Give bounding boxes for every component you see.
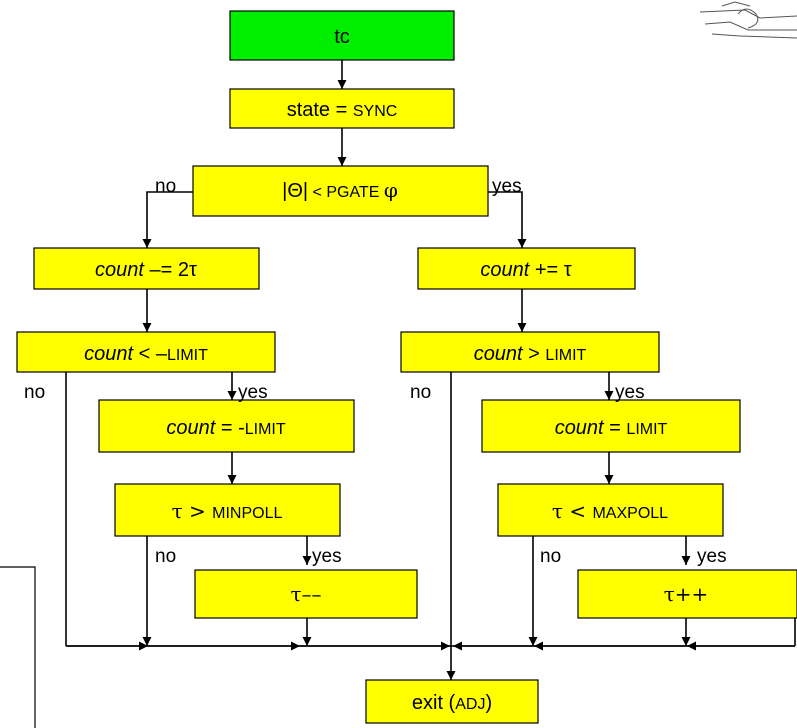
- svg-text:state = SYNC: state = SYNC: [287, 99, 398, 121]
- svg-text:count += τ: count += τ: [480, 259, 571, 281]
- label-yes: yes: [238, 382, 268, 403]
- label-yes: yes: [312, 546, 342, 567]
- theta-abs: |Θ|: [282, 180, 308, 202]
- limit-label: LIMIT: [245, 421, 286, 438]
- node-state-label: state =: [287, 99, 353, 121]
- adj-label: ADJ: [455, 696, 485, 713]
- label-no: no: [155, 546, 176, 567]
- exit-label: exit (: [412, 692, 456, 714]
- label-no: no: [410, 382, 431, 403]
- assign-op: = -: [215, 417, 244, 439]
- node-state: state = SYNC: [229, 88, 455, 129]
- corner-sketch: [699, 1, 797, 39]
- pgate-label: < PGATE: [308, 184, 384, 201]
- connectors: [65, 60, 796, 680]
- node-decision-theta: |Θ| < PGATE φ: [192, 165, 489, 217]
- svg-text:τ > MINPOLL: τ > MINPOLL: [172, 499, 283, 523]
- svg-text:count > LIMIT: count > LIMIT: [474, 343, 587, 365]
- limit-label: LIMIT: [626, 421, 667, 438]
- svg-text:count –= 2τ: count –= 2τ: [95, 259, 197, 281]
- node-exit: exit (ADJ): [365, 679, 539, 724]
- label-yes: yes: [615, 382, 645, 403]
- node-tau-increment: τ++: [577, 569, 797, 619]
- svg-text:τ < MAXPOLL: τ < MAXPOLL: [552, 499, 668, 523]
- node-tau-lt-maxpoll: τ < MAXPOLL: [497, 483, 724, 537]
- svg-text:count = LIMIT: count = LIMIT: [555, 417, 668, 439]
- branch-labels: no yes no yes no yes no yes no yes: [24, 176, 727, 567]
- limit-label: LIMIT: [545, 347, 586, 364]
- node-set-neg-limit: count = -LIMIT: [98, 399, 355, 453]
- node-start-label: tc: [334, 26, 350, 48]
- tau-increment-label: τ++: [664, 582, 709, 606]
- node-count-gt-limit: count > LIMIT: [400, 331, 660, 373]
- label-yes: yes: [697, 546, 727, 567]
- svg-text:|Θ| < PGATE φ: |Θ| < PGATE φ: [282, 178, 398, 202]
- tau-lt: τ <: [552, 499, 593, 523]
- label-no: no: [24, 382, 45, 403]
- count-var: count: [166, 417, 216, 439]
- count-inc-op: += τ: [529, 259, 571, 281]
- label-no: no: [155, 176, 176, 197]
- node-count-lt-limit: count < –LIMIT: [16, 331, 276, 373]
- phi-symbol: φ: [384, 178, 398, 202]
- maxpoll-label: MAXPOLL: [592, 505, 668, 522]
- count-var: count: [474, 343, 524, 365]
- node-set-pos-limit: count = LIMIT: [481, 399, 741, 453]
- node-count-decrement: count –= 2τ: [33, 247, 260, 290]
- count-var: count: [84, 343, 134, 365]
- count-dec-op: –= 2τ: [144, 259, 197, 281]
- tau-decrement-label: τ––: [290, 582, 321, 606]
- count-var: count: [95, 259, 145, 281]
- side-frame: [0, 566, 36, 728]
- label-yes: yes: [492, 176, 522, 197]
- svg-text:count = -LIMIT: count = -LIMIT: [166, 417, 286, 439]
- svg-text:count < –LIMIT: count < –LIMIT: [84, 343, 208, 365]
- count-var: count: [480, 259, 530, 281]
- node-state-value: SYNC: [353, 103, 397, 120]
- limit-label: LIMIT: [167, 347, 208, 364]
- assign-op: =: [604, 417, 627, 439]
- node-tau-gt-minpoll: τ > MINPOLL: [114, 483, 341, 537]
- lt-op: < –: [133, 343, 168, 365]
- node-tau-decrement: τ––: [194, 569, 418, 619]
- gt-op: >: [523, 343, 546, 365]
- exit-close: ): [485, 692, 492, 714]
- label-no: no: [540, 546, 561, 567]
- node-count-increment: count += τ: [417, 247, 636, 290]
- minpoll-label: MINPOLL: [212, 505, 282, 522]
- node-start: tc: [229, 10, 455, 61]
- tau-gt: τ >: [172, 499, 213, 523]
- svg-text:exit (ADJ): exit (ADJ): [412, 692, 492, 714]
- count-var: count: [555, 417, 605, 439]
